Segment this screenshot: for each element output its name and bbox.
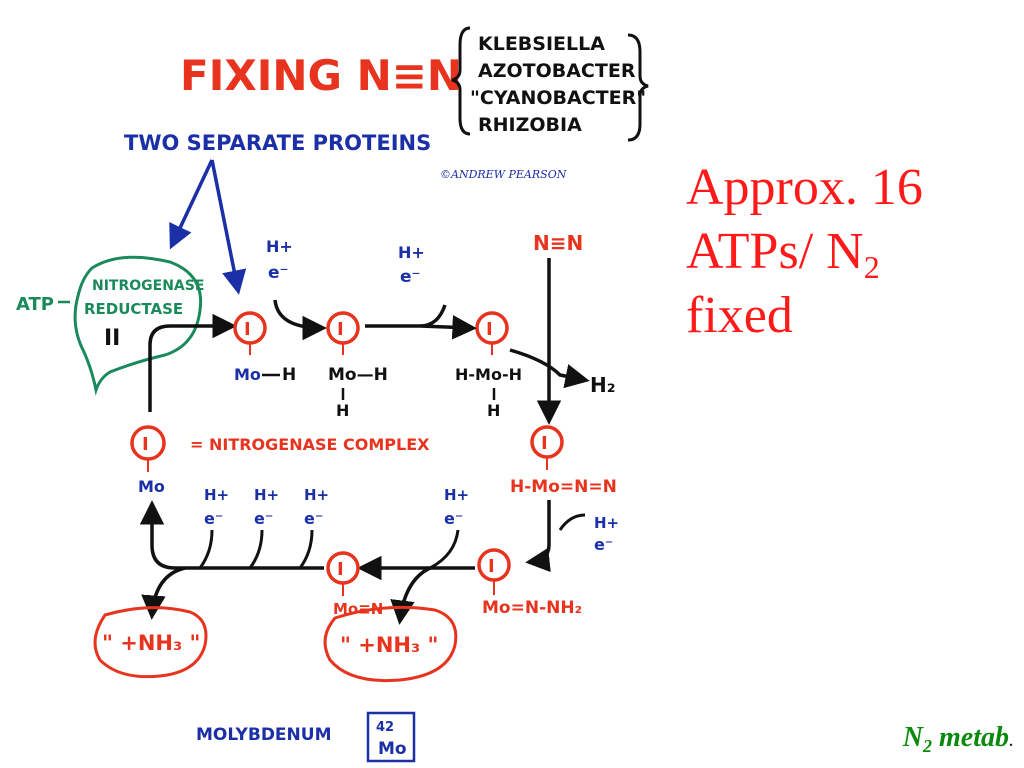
author-credit: ©ANDREW PEARSON <box>440 168 567 181</box>
atp-cost-note: Approx. 16 ATPs/ N2 fixed <box>686 156 1016 348</box>
complex-4: I <box>530 425 564 470</box>
nh3-blob-right <box>323 605 458 683</box>
svg-text:I: I <box>337 559 344 580</box>
h-plus-3: H+ <box>594 514 619 532</box>
right-down-arrow <box>525 500 551 573</box>
complex-2: I <box>326 311 360 355</box>
h-plus-7: H+ <box>304 486 329 504</box>
legend-mo: Mo <box>138 477 165 496</box>
nh3-release-right <box>390 566 431 625</box>
h2-release-arrow <box>509 348 590 389</box>
electron-curve-1 <box>198 529 214 569</box>
svg-text:I: I <box>488 556 495 577</box>
atp-cost-line3: fixed <box>686 287 793 344</box>
footer-dot: . <box>1009 729 1014 751</box>
atp-label: ATP <box>16 294 54 315</box>
atp-cost-line2-sub: 2 <box>863 249 880 285</box>
e-minus-5: e⁻ <box>204 509 223 528</box>
e-minus-6: e⁻ <box>254 509 273 528</box>
sketch-title: FIXING N≡N <box>180 51 462 100</box>
svg-text:I: I <box>486 319 493 340</box>
molybdenum-number: 42 <box>376 720 394 735</box>
protein-arrow-right <box>210 159 247 295</box>
svg-text:I: I <box>337 319 344 340</box>
reductase-numeral: II <box>104 326 120 351</box>
two-proteins-label: TWO SEPARATE PROTEINS <box>124 131 431 155</box>
h-plus-2: H+ <box>398 243 425 262</box>
mo-state-1-h: H <box>282 365 296 385</box>
h-plus-5: H+ <box>204 486 229 504</box>
mo-state-2: Mo—H <box>328 365 388 385</box>
h-plus-6: H+ <box>254 486 279 504</box>
mo-state-1: Mo <box>234 365 261 384</box>
legend-complex: I <box>130 425 166 472</box>
e-minus-1: e⁻ <box>268 263 289 283</box>
nh3-left: " +NH₃ " <box>102 631 200 655</box>
mo-state-4: H-Mo=N=N <box>510 477 617 497</box>
atp-cost-line1: Approx. 16 <box>686 159 923 216</box>
bottom-return-line <box>139 500 324 570</box>
reductase-line1: NITROGENASE <box>92 278 204 294</box>
nitrogenase-reductase-blob <box>73 255 203 396</box>
e-minus-7: e⁻ <box>304 509 323 528</box>
complex-3: I <box>475 311 509 355</box>
organism-cyanobacter: "CYANOBACTER" <box>470 87 646 109</box>
step-arrow-1 <box>273 299 327 341</box>
svg-text:I: I <box>142 434 149 455</box>
organism-azotobacter: AZOTOBACTER <box>478 60 636 82</box>
molybdenum-label: MOLYBDENUM <box>196 725 332 745</box>
e-minus-3: e⁻ <box>594 535 613 554</box>
mo-state-2-h: H <box>336 401 349 420</box>
complex-legend: = NITROGENASE COMPLEX <box>190 435 430 454</box>
organism-rhizobia: RHIZOBIA <box>478 114 582 136</box>
svg-text:I: I <box>244 319 251 340</box>
complex-1: I <box>233 311 267 355</box>
footer-metab: metab <box>932 722 1009 753</box>
electron-curve-right <box>558 513 586 531</box>
organism-brace-right <box>627 33 649 142</box>
mo-state-3: H-Mo-H <box>455 365 522 384</box>
svg-text:I: I <box>541 433 548 454</box>
electron-curve-3 <box>298 529 314 569</box>
atp-cost-line2: ATPs/ N2 <box>686 220 1016 284</box>
electron-curve-2 <box>248 529 264 569</box>
h2-output: H₂ <box>590 373 616 397</box>
complex-5: I <box>477 548 511 595</box>
h-plus-4: H+ <box>444 486 469 504</box>
slide-footer: N2 metab. <box>902 722 1014 756</box>
molybdenum-element-box <box>366 711 416 763</box>
footer-n-sub: 2 <box>923 736 932 756</box>
organism-brace-left <box>451 26 471 136</box>
footer-n: N <box>902 722 923 753</box>
step-arrow-2 <box>365 304 472 328</box>
mo-state-3-h: H <box>487 401 500 420</box>
n2-input: N≡N <box>533 231 583 255</box>
protein-arrow-left <box>169 159 214 250</box>
electron-curve-bottom-right <box>429 529 460 570</box>
atp-cost-line2-main: ATPs/ N <box>686 223 864 280</box>
h-plus-1: H+ <box>266 237 293 256</box>
mo-state-5: Mo=N-NH₂ <box>482 598 582 618</box>
molybdenum-symbol: Mo <box>378 739 407 759</box>
complex-6: I <box>326 551 360 596</box>
nh3-blob-left <box>93 606 208 679</box>
reductase-line2: REDUCTASE <box>84 300 183 318</box>
organism-klebsiella: KLEBSIELLA <box>478 33 605 55</box>
nh3-right: " +NH₃ " <box>340 633 438 657</box>
reductase-to-complex-arrow <box>148 313 237 412</box>
e-minus-2: e⁻ <box>400 267 421 287</box>
e-minus-4: e⁻ <box>444 509 463 528</box>
